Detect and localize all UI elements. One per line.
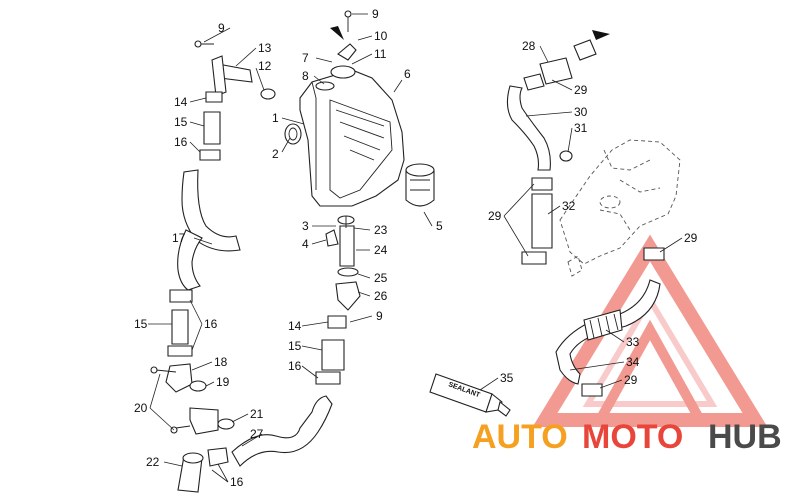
callout-13: 13: [258, 41, 272, 55]
callout-22: 22: [146, 455, 160, 469]
callout-4: 4: [302, 237, 309, 251]
callout-24: 24: [374, 243, 388, 257]
callout-16: 16: [174, 135, 188, 149]
callout-9: 9: [218, 21, 225, 35]
watermark-auto: AUTO: [472, 418, 568, 456]
top-hose-part: [211, 55, 276, 100]
grommet-part: [284, 123, 302, 145]
callout-16: 16: [288, 359, 302, 373]
watermark-text: AUTO MOTO HUB: [472, 418, 782, 456]
callout-1: 1: [272, 111, 279, 125]
callout-7: 7: [302, 51, 309, 65]
callout-29: 29: [684, 231, 698, 245]
callout-12: 12: [258, 59, 272, 73]
callout-14: 14: [288, 319, 302, 333]
callout-9: 9: [376, 309, 383, 323]
callout-6: 6: [404, 67, 411, 81]
left-column-parts: [150, 40, 333, 493]
center-column-parts: [315, 10, 361, 385]
filter-part: [405, 163, 435, 207]
callout-labels: 9 13 12 14 15 16 1 2 9 10 7 11 8 6 5 17 …: [134, 7, 698, 489]
callout-16: 16: [204, 317, 218, 331]
callout-25: 25: [374, 271, 388, 285]
oil-tank: [299, 43, 405, 207]
callout-19: 19: [216, 375, 230, 389]
callout-17: 17: [172, 231, 186, 245]
callout-11: 11: [374, 47, 387, 61]
callout-35: 35: [500, 371, 514, 385]
callout-20: 20: [134, 401, 148, 415]
callout-16: 16: [230, 475, 244, 489]
callout-29: 29: [488, 209, 502, 223]
callout-21: 21: [250, 407, 264, 421]
watermark-hub: HUB: [708, 418, 782, 456]
callout-15: 15: [174, 115, 188, 129]
callout-10: 10: [374, 29, 388, 43]
callout-26: 26: [374, 289, 388, 303]
callout-9: 9: [372, 7, 379, 21]
engine-outline: [559, 139, 681, 277]
right-column-parts: [429, 39, 665, 417]
watermark-moto: MOTO: [582, 418, 683, 456]
callout-27: 27: [250, 427, 264, 441]
callout-14: 14: [174, 95, 188, 109]
callout-33: 33: [626, 335, 640, 349]
callout-31: 31: [574, 121, 588, 135]
callout-29: 29: [624, 373, 638, 387]
callout-2: 2: [272, 147, 279, 161]
callout-3: 3: [302, 219, 309, 233]
callout-8: 8: [302, 69, 309, 83]
callout-28: 28: [522, 39, 536, 53]
callout-32: 32: [562, 199, 576, 213]
callout-30: 30: [574, 105, 588, 119]
callout-34: 34: [626, 355, 640, 369]
callout-15: 15: [134, 317, 148, 331]
callout-15: 15: [288, 339, 302, 353]
callout-18: 18: [214, 355, 228, 369]
callout-23: 23: [374, 223, 388, 237]
leader-lines: [148, 13, 683, 483]
direction-arrows: [330, 26, 610, 40]
callout-29: 29: [574, 83, 588, 97]
callout-5: 5: [436, 219, 443, 233]
